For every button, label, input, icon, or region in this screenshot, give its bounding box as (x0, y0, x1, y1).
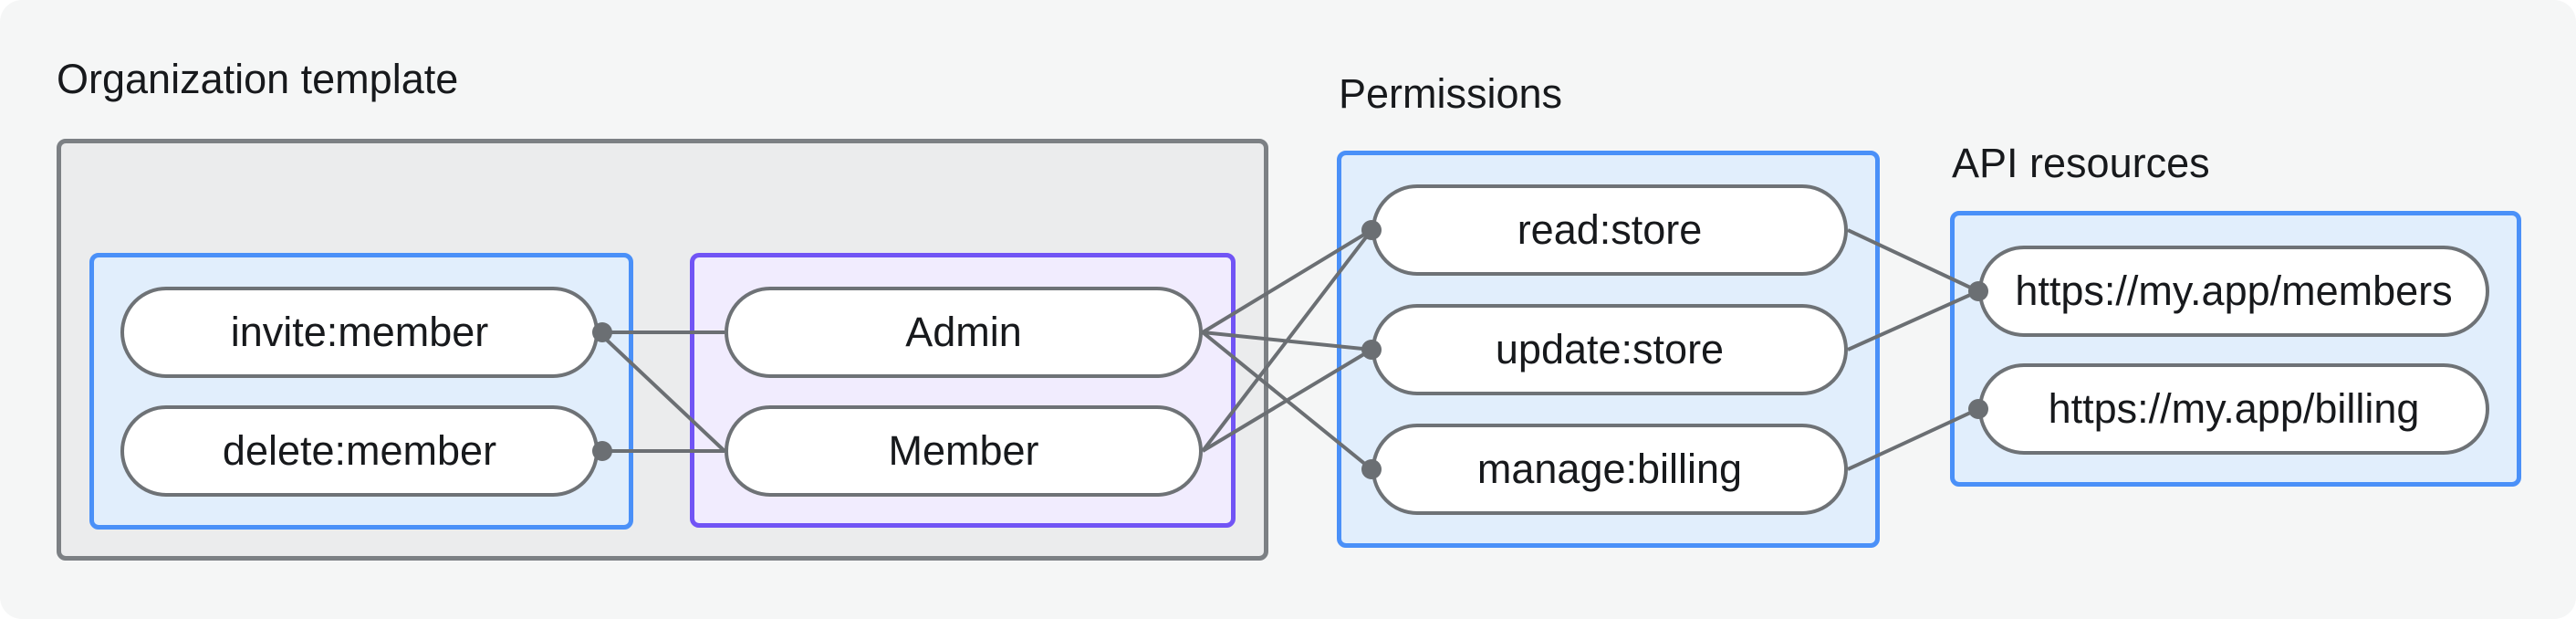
node-invite-member: invite:member (120, 287, 599, 378)
node-members-api-url: https://my.app/members (1978, 246, 2489, 337)
node-update-store: update:store (1371, 304, 1848, 395)
api-resources-title: API resources (1952, 140, 2210, 186)
permissions-title: Permissions (1339, 70, 1563, 117)
node-admin-role: Admin (725, 287, 1203, 378)
node-billing-api-url: https://my.app/billing (1978, 363, 2489, 455)
node-read-store: read:store (1371, 184, 1848, 276)
organization-template-title: Organization template (57, 56, 459, 102)
node-manage-billing: manage:billing (1371, 424, 1848, 515)
node-delete-member: delete:member (120, 405, 599, 497)
node-member-role: Member (725, 405, 1203, 497)
